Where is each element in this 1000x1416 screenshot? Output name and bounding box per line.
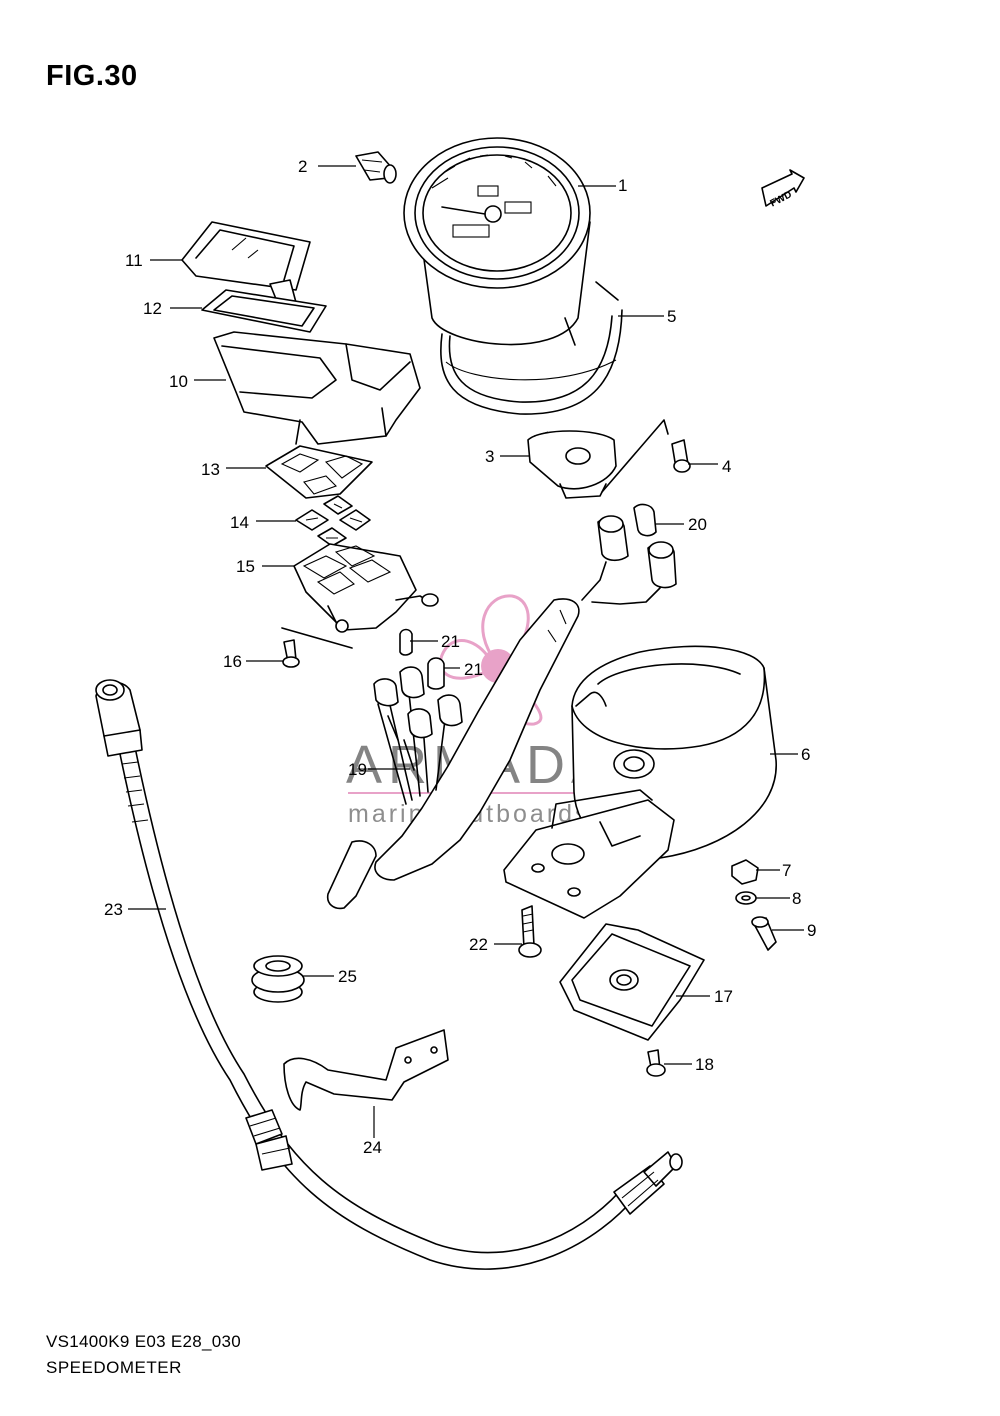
mount-bracket	[503, 789, 675, 919]
part-12-gasket	[201, 289, 327, 333]
callout-23: 23	[104, 900, 123, 919]
part-23-speedometer-cable	[95, 679, 683, 1270]
callout-8: 8	[792, 889, 801, 908]
footer-section-name: SPEEDOMETER	[46, 1358, 182, 1377]
part-24-cable-clamp	[283, 1029, 449, 1111]
callout-19: 19	[348, 760, 367, 779]
callout-numbers: 1 2 3 4 5 6 7 8 9 10 11 12 13 14 15 16 1…	[104, 157, 816, 1157]
fwd-badge: FWD	[761, 169, 805, 210]
callout-1: 1	[618, 176, 627, 195]
callout-13: 13	[201, 460, 220, 479]
part-6-cover	[571, 645, 777, 860]
callout-2: 2	[298, 157, 307, 176]
callout-5: 5	[667, 307, 676, 326]
callout-9: 9	[807, 921, 816, 940]
callout-14: 14	[230, 513, 249, 532]
callout-10: 10	[169, 372, 188, 391]
watermark-rule	[348, 792, 648, 794]
part-1-speedometer-gauge	[403, 137, 591, 346]
callout-20: 20	[688, 515, 707, 534]
part-2-sensor	[355, 151, 397, 184]
callout-4: 4	[722, 457, 731, 476]
part-20-bulb	[633, 503, 657, 537]
part-21-bulb-lower	[427, 657, 445, 690]
part-15-socket-housing	[293, 543, 439, 633]
part-8-washer	[735, 891, 757, 905]
callout-12: 12	[143, 299, 162, 318]
part-13-gasket	[265, 445, 373, 499]
callout-21-lower: 21	[464, 660, 483, 679]
part-17-mount-plate	[559, 923, 705, 1041]
propeller-blade-left	[439, 639, 494, 680]
part-10-indicator-housing	[213, 331, 421, 445]
footer-model-code: VS1400K9 E03 E28_030	[46, 1332, 242, 1351]
callout-22: 22	[469, 935, 488, 954]
part-25-grommet	[251, 955, 305, 1003]
part-22-bolt	[518, 905, 542, 958]
callout-6: 6	[801, 745, 810, 764]
callout-11: 11	[125, 251, 143, 270]
part-4-screw	[671, 439, 691, 473]
callout-24: 24	[363, 1138, 382, 1157]
callout-7: 7	[782, 861, 791, 880]
part-21-bulb-upper	[399, 628, 413, 656]
part-5-ring	[440, 281, 623, 415]
callout-3: 3	[485, 447, 494, 466]
callout-18: 18	[695, 1055, 714, 1074]
callout-21-upper: 21	[441, 632, 460, 651]
figure-title: FIG.30	[46, 60, 138, 92]
part-19-wiring-harness	[326, 515, 677, 910]
part-14-indicator-lenses	[295, 495, 371, 547]
part-9-screw	[751, 916, 777, 951]
callout-17: 17	[714, 987, 733, 1006]
leader-lines	[128, 165, 804, 1138]
part-7-nut	[731, 859, 759, 885]
callout-15: 15	[236, 557, 255, 576]
part-18-screw	[646, 1049, 666, 1077]
part-3-bracket	[527, 419, 669, 499]
callout-16: 16	[223, 652, 242, 671]
callout-25: 25	[338, 967, 357, 986]
part-16-screw	[281, 627, 353, 668]
